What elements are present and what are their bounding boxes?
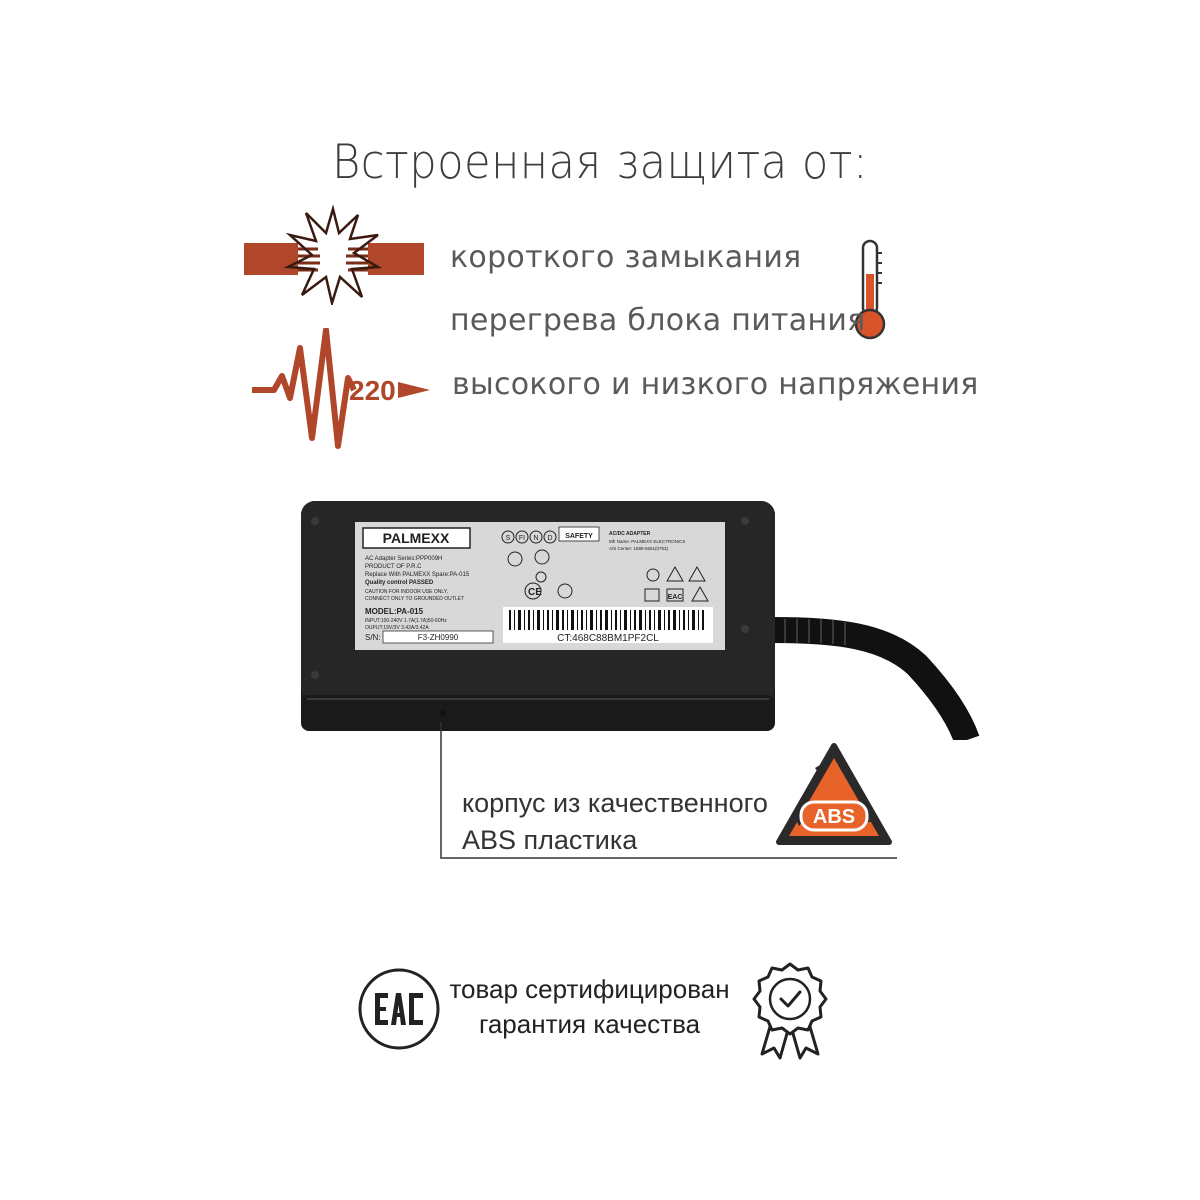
svg-text:N: N <box>533 535 538 542</box>
ct-code: CT:468C88BM1PF2CL <box>557 633 659 644</box>
abs-recycle-icon: ABS <box>776 743 892 845</box>
voltage-pulse-icon: 220 <box>252 328 430 449</box>
feature-overheat: перегрева блока питания <box>450 303 866 338</box>
eac-mark-small: EAC <box>668 594 683 601</box>
svg-text:FI: FI <box>519 535 525 542</box>
certification-line-1: товар сертифицирован <box>449 974 730 1004</box>
adapter-title: AC/DC ADAPTER <box>609 531 651 537</box>
series-text: AC Adapter Series:PPP009H <box>365 556 442 562</box>
quality-seal-icon <box>752 962 828 1060</box>
safety-mark: SAFETY <box>565 533 593 540</box>
model-text: MODEL:PA-015 <box>365 607 424 616</box>
svg-text:S: S <box>506 535 511 542</box>
thermometer-icon <box>854 239 886 340</box>
certification-line-2: гарантия качества <box>478 1009 701 1039</box>
power-adapter-image: PALMEXX AC Adapter Series:PPP009H PRODUC… <box>301 501 980 740</box>
caution-text-1: CAUTION FOR INDOOR USE ONLY, <box>365 589 448 595</box>
callout-line <box>440 722 897 859</box>
eac-icon <box>358 968 440 1050</box>
material-caption-line-2: ABS пластика <box>462 825 638 855</box>
qc-text: Quality control PASSED <box>365 580 434 586</box>
origin-text: PRODUCT OF P.R.C <box>365 564 422 570</box>
certification-text: товар сертифицирован гарантия качества <box>447 972 732 1042</box>
output-text: OUPUT:19V/3V 3.42A/3.42A <box>365 625 429 631</box>
input-text: INPUT:100-240V 1.7A(1.7A)50-60Hz <box>365 618 447 624</box>
material-caption: корпус из качественного ABS пластика <box>462 785 768 859</box>
caution-text-2: CONNECT ONLY TO GROUNDED OUTLET <box>365 596 464 602</box>
serial-number: F3-ZH0990 <box>418 633 459 642</box>
mfr-text: Mfr Name: PALMEXX ELECTRONICS <box>609 539 685 544</box>
feature-short-circuit: короткого замыкания <box>450 240 802 275</box>
short-circuit-icon <box>244 205 424 305</box>
sn-label: S/N: <box>365 633 381 642</box>
svg-text:D: D <box>547 535 552 542</box>
material-caption-line-1: корпус из качественного <box>462 788 768 818</box>
feature-voltage: высокого и низкого напряжения <box>452 367 979 402</box>
abs-badge-text: ABS <box>813 806 855 828</box>
replace-text: Replace With PALMEXX Spare:PA-015 <box>365 572 470 578</box>
brand-label: PALMEXX <box>383 530 450 546</box>
svg-text:CE: CE <box>528 587 542 598</box>
service-text: A/S Center: 1588-5551(0753) <box>609 546 669 551</box>
voltage-badge: 220 <box>349 375 396 406</box>
page-title: Встроенная защита от: <box>331 135 868 190</box>
